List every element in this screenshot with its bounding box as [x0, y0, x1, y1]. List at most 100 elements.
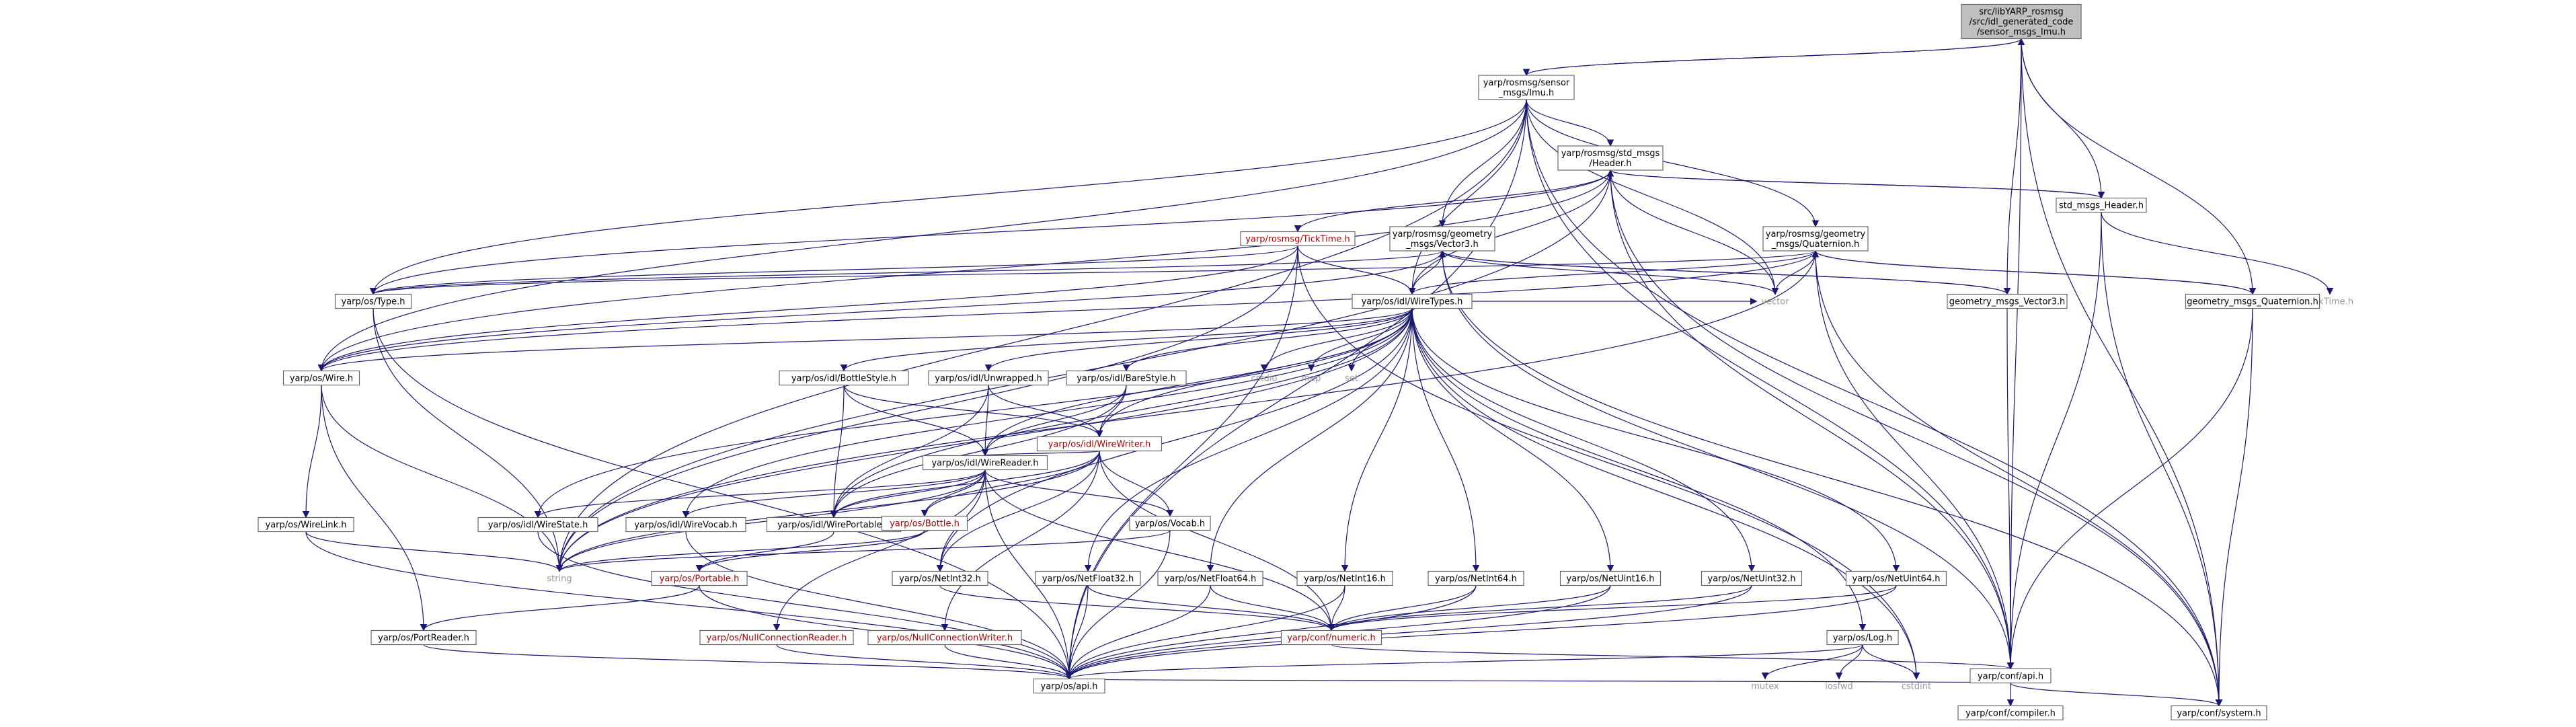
- node-box: [1947, 293, 2068, 309]
- node-wirewriter[interactable]: yarp/os/idl/WireWriter.h: [1036, 436, 1163, 452]
- node-netfloat64[interactable]: yarp/os/NetFloat64.h: [1157, 570, 1263, 586]
- edge-ticktime-to-osapi: [1065, 245, 1298, 680]
- node-box: [1478, 75, 1575, 100]
- edge-ticktime-to-string: [555, 245, 1298, 572]
- edge-header-to-vector: [1610, 169, 1779, 295]
- node-wireportable[interactable]: yarp/os/idl/WirePortable.h: [766, 516, 902, 533]
- edge-bottlestyle-to-wireportable: [830, 385, 845, 519]
- edge-netint64-to-osapi: [1065, 585, 1477, 680]
- node-stdheader[interactable]: std_msgs_Header.h: [2056, 197, 2147, 213]
- node-type[interactable]: yarp/os/Type.h: [334, 293, 412, 309]
- node-numeric[interactable]: yarp/conf/numeric.h: [1280, 629, 1382, 646]
- node-unwrapped[interactable]: yarp/os/idl/Unwrapped.h: [928, 370, 1049, 386]
- node-netint16[interactable]: yarp/os/NetInt16.h: [1296, 570, 1393, 586]
- node-box: [1957, 705, 2064, 721]
- node-system[interactable]: yarp/conf/system.h: [2171, 705, 2267, 721]
- node-label: yarp/os/Bottle.h: [890, 519, 960, 529]
- node-label: yarp/os/idl/BottleStyle.h: [791, 374, 896, 384]
- edge-quaternion-to-confapi: [1815, 250, 2015, 670]
- node-string: string: [547, 574, 572, 584]
- node-compiler[interactable]: yarp/conf/compiler.h: [1957, 705, 2064, 721]
- node-log[interactable]: yarp/os/Log.h: [1826, 629, 1899, 646]
- node-wirestate[interactable]: yarp/os/idl/WireState.h: [477, 516, 598, 533]
- edge-stdheader-to-confapi: [2006, 212, 2102, 670]
- node-label: vector: [1761, 297, 1789, 307]
- node-box: [2185, 293, 2320, 309]
- node-portreader[interactable]: yarp/os/PortReader.h: [370, 629, 477, 646]
- node-gvector3[interactable]: geometry_msgs_Vector3.h: [1947, 293, 2068, 309]
- node-netuint16[interactable]: yarp/os/NetUint16.h: [1559, 570, 1662, 586]
- node-label: cstdio: [1251, 374, 1278, 384]
- node-iosfwd: iosfwd: [1825, 682, 1853, 692]
- node-label: string: [547, 574, 572, 584]
- edge-wireportable-to-portable: [695, 531, 834, 572]
- edge-wirelink-to-osapi: [305, 531, 1073, 680]
- edge-stdheader-to-header: [1606, 169, 2102, 199]
- node-header[interactable]: yarp/rosmsg/std_msgs/Header.h: [1557, 145, 1664, 171]
- edge-numeric-to-confapi: [1331, 644, 2014, 670]
- edge-quaternion-to-string: [555, 250, 1816, 572]
- edge-imu-to-root: [1526, 38, 2025, 76]
- node-vocab[interactable]: yarp/os/Vocab.h: [1129, 515, 1211, 531]
- node-confapi[interactable]: yarp/conf/api.h: [1969, 668, 2052, 684]
- node-portable[interactable]: yarp/os/Portable.h: [651, 570, 748, 586]
- node-box: [867, 629, 1022, 646]
- node-box: [1826, 629, 1899, 646]
- node-nullwriter[interactable]: yarp/os/NullConnectionWriter.h: [867, 629, 1022, 646]
- node-label: yarp/os/NullConnectionWriter.h: [877, 634, 1013, 644]
- node-box: [1559, 570, 1662, 586]
- node-mutex: mutex: [1751, 682, 1779, 692]
- node-label: yarp/os/NetFloat32.h: [1042, 574, 1134, 584]
- edge-nullreader-to-osapi: [776, 644, 1073, 680]
- node-nullreader[interactable]: yarp/os/NullConnectionReader.h: [699, 629, 854, 646]
- edge-wiretypes-to-wireportable: [830, 308, 1413, 519]
- edge-log-to-mutex: [1761, 644, 1863, 680]
- node-netfloat32[interactable]: yarp/os/NetFloat32.h: [1035, 570, 1141, 586]
- node-label: /sensor_msgs_Imu.h: [1977, 28, 2066, 38]
- node-map: map: [1302, 374, 1321, 384]
- edge-wiretypes-to-wirereader: [981, 308, 1413, 457]
- edge-header-to-wiretypes: [1408, 169, 1611, 295]
- node-label: std_msgs_Header.h: [2059, 201, 2144, 211]
- node-bottle[interactable]: yarp/os/Bottle.h: [881, 515, 968, 531]
- node-netuint64[interactable]: yarp/os/NetUint64.h: [1845, 570, 1947, 586]
- node-wire[interactable]: yarp/os/Wire.h: [282, 370, 360, 386]
- node-quaternion[interactable]: yarp/rosmsg/geometry_msgs/Quaternion.h: [1762, 226, 1869, 252]
- node-imu[interactable]: yarp/rosmsg/sensor_msgs/Imu.h: [1478, 75, 1575, 100]
- node-netuint32[interactable]: yarp/os/NetUint32.h: [1701, 570, 1803, 586]
- node-gquaternion[interactable]: geometry_msgs_Quaternion.h: [2185, 293, 2320, 309]
- edge-barestyle-to-wirewriter: [1095, 385, 1127, 438]
- node-wiretypes[interactable]: yarp/os/idl/WireTypes.h: [1352, 293, 1473, 309]
- edge-ticktime-to-wiretypes: [1297, 245, 1416, 295]
- node-barestyle[interactable]: yarp/os/idl/BareStyle.h: [1066, 370, 1187, 386]
- node-root[interactable]: src/libYARP_rosmsg/src/idl_generated_cod…: [1961, 3, 2082, 40]
- node-label: yarp/os/Log.h: [1833, 634, 1892, 644]
- node-box: [1033, 678, 1105, 694]
- node-box: [334, 293, 412, 309]
- node-bottlestyle[interactable]: yarp/os/idl/BottleStyle.h: [779, 370, 909, 386]
- edge-unwrapped-to-wireportable: [830, 385, 989, 519]
- node-netint64[interactable]: yarp/os/NetInt64.h: [1428, 570, 1524, 586]
- edge-bottlestyle-to-wirereader: [843, 385, 989, 457]
- node-wirevocab[interactable]: yarp/os/idl/WireVocab.h: [625, 516, 746, 533]
- node-wirelink[interactable]: yarp/os/WireLink.h: [258, 516, 354, 533]
- edge-imu-to-string: [555, 99, 1527, 572]
- edge-gquaternion-to-confapi: [2006, 308, 2253, 670]
- node-label: /src/idl_generated_code: [1969, 17, 2074, 28]
- edge-barestyle-to-wirereader: [981, 385, 1127, 457]
- node-box: [282, 370, 360, 386]
- node-vector3[interactable]: yarp/rosmsg/geometry_msgs/Vector3.h: [1389, 226, 1495, 252]
- node-netint32[interactable]: yarp/os/NetInt32.h: [892, 570, 988, 586]
- node-box: [1129, 515, 1211, 531]
- edge-portable-to-portreader: [420, 585, 700, 632]
- node-box: [1969, 668, 2052, 684]
- node-label: _msgs/Quaternion.h: [1771, 239, 1859, 250]
- node-ticktime[interactable]: yarp/rosmsg/TickTime.h: [1240, 231, 1356, 247]
- edge-imu-to-type: [369, 99, 1527, 295]
- edge-root-to-gvector3: [2003, 38, 2022, 295]
- node-wirereader[interactable]: yarp/os/idl/WireReader.h: [922, 455, 1048, 471]
- node-osapi[interactable]: yarp/os/api.h: [1033, 678, 1105, 694]
- node-label: yarp/rosmsg/std_msgs: [1561, 149, 1660, 159]
- node-label: yarp/os/WireLink.h: [266, 521, 347, 531]
